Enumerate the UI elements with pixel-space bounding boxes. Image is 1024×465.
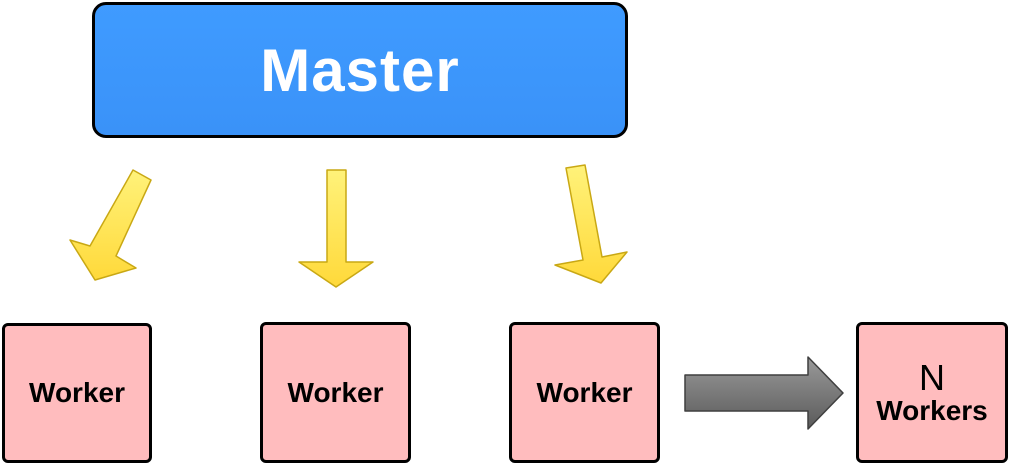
worker-label: Worker bbox=[536, 376, 633, 408]
arrow-to-worker-1 bbox=[69, 169, 152, 281]
worker-node-1: Worker bbox=[2, 323, 152, 463]
scale-out-arrow bbox=[684, 356, 844, 430]
n-workers-count: N bbox=[919, 356, 945, 398]
n-workers-node: N Workers bbox=[856, 322, 1008, 463]
arrow-to-worker-3 bbox=[554, 164, 628, 284]
worker-label: Worker bbox=[287, 376, 384, 408]
master-label: Master bbox=[260, 36, 460, 104]
worker-node-2: Worker bbox=[260, 322, 411, 463]
master-node: Master bbox=[92, 2, 628, 138]
arrow-to-worker-2 bbox=[298, 169, 374, 288]
worker-label: Worker bbox=[29, 377, 125, 408]
worker-node-3: Worker bbox=[509, 322, 660, 463]
n-workers-label: Workers bbox=[876, 394, 988, 426]
